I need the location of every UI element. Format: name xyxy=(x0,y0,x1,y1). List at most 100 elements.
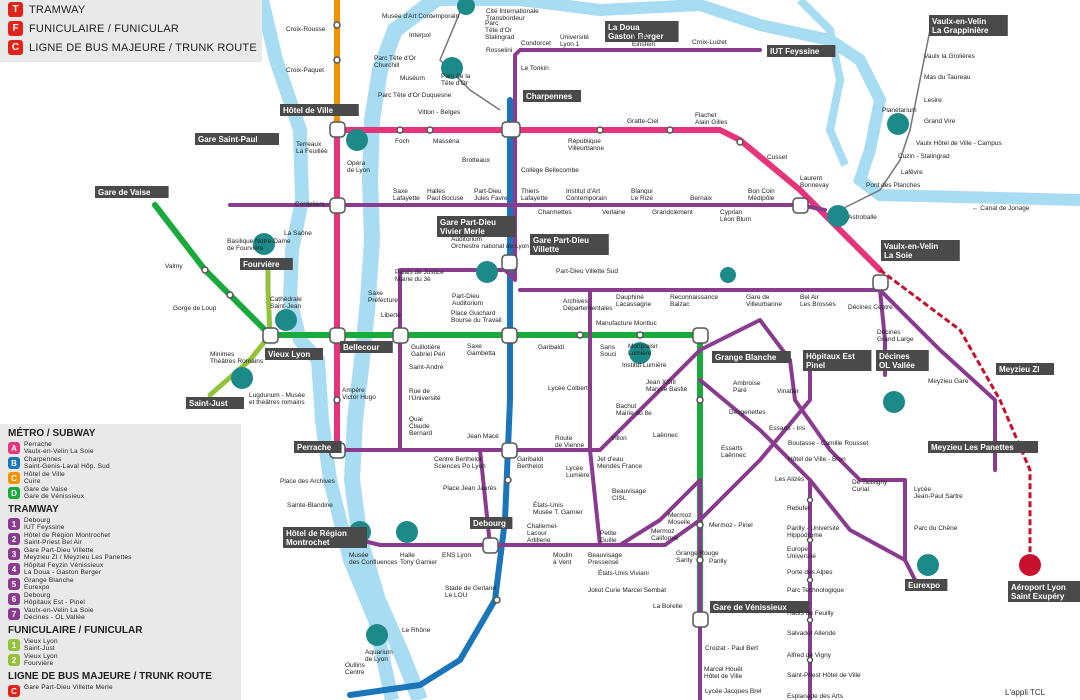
station-generic[interactable] xyxy=(576,331,584,339)
station-chip[interactable]: Gare Saint-Paul xyxy=(195,133,279,145)
station-chip[interactable]: Hôtel de Ville xyxy=(280,104,359,116)
station-generic[interactable] xyxy=(696,396,704,404)
station-generic[interactable] xyxy=(736,138,744,146)
station-generic[interactable] xyxy=(426,126,434,134)
station-chip-bg xyxy=(530,234,609,255)
station-saxe-gambetta[interactable] xyxy=(501,327,518,344)
bus-c3-line[interactable] xyxy=(228,203,827,212)
tram-t4-north[interactable] xyxy=(588,288,602,547)
funicular-f1[interactable] xyxy=(207,332,273,398)
station-vieux-lyon[interactable] xyxy=(262,327,279,344)
station-generic[interactable] xyxy=(596,126,604,134)
station-cordeliers[interactable] xyxy=(329,197,346,214)
station-generic[interactable] xyxy=(504,476,512,484)
station-generic[interactable] xyxy=(806,656,814,664)
station-generic[interactable] xyxy=(333,396,341,404)
station-gare-venissieux[interactable] xyxy=(692,611,709,628)
station-chip[interactable]: Charpennes xyxy=(523,90,581,102)
station-label: Brotteaux xyxy=(462,157,491,164)
station-chip[interactable]: Vieux Lyon xyxy=(265,348,323,360)
legend-line-terminus: Gare Part-Dieu Villette Merle xyxy=(24,684,113,691)
station-laurent-bonnevay[interactable] xyxy=(792,197,809,214)
station-generic[interactable] xyxy=(806,616,814,624)
legend-line-badge: 6 xyxy=(8,593,20,605)
station-generic[interactable] xyxy=(696,556,704,564)
station-chip-label: Pinel xyxy=(806,361,825,370)
station-charpennes[interactable] xyxy=(501,121,521,138)
tram-t5-line[interactable] xyxy=(698,378,917,582)
station-label: Porte des Alpes xyxy=(787,569,833,576)
app-label[interactable]: L'appli TCL xyxy=(1005,688,1046,697)
station-label: Garibaldi xyxy=(538,344,564,351)
tram-t4-line[interactable] xyxy=(618,478,702,700)
station-generic[interactable] xyxy=(201,266,209,274)
station-chip[interactable]: Meyzieu Les Panettes xyxy=(928,441,1038,453)
station-label: Cordeliers xyxy=(295,201,325,208)
station-chip[interactable]: Fourvière xyxy=(240,258,293,270)
station-generic[interactable] xyxy=(493,596,501,604)
cathedral-icon xyxy=(275,309,297,331)
station-part-dieu[interactable] xyxy=(501,254,518,271)
station-chip[interactable]: Gare de Vaise xyxy=(95,186,169,198)
station-guillotiere[interactable] xyxy=(392,327,409,344)
station-label: Mermoz - Pinel xyxy=(709,522,753,529)
station-generic[interactable] xyxy=(806,496,814,504)
station-generic[interactable] xyxy=(696,521,704,529)
station-label: Alfred de Vigny xyxy=(787,652,832,659)
station-bellecour[interactable] xyxy=(329,327,346,344)
station-chip[interactable]: Debourg xyxy=(470,517,513,529)
station-hotel-de-ville[interactable] xyxy=(329,121,346,138)
rhonexpress-line[interactable] xyxy=(879,268,1032,565)
station-chip[interactable]: Perrache xyxy=(294,441,342,453)
station-chip[interactable]: Eurexpo xyxy=(905,579,948,591)
station-chip[interactable]: IUT Feyssine xyxy=(767,45,836,57)
station-generic[interactable] xyxy=(333,56,341,64)
station-debourg[interactable] xyxy=(482,537,499,554)
station-label: États-Unis Viviani xyxy=(598,568,649,577)
tram-t3-line[interactable] xyxy=(518,288,997,472)
station-generic[interactable] xyxy=(806,576,814,584)
station-chip[interactable]: Meyzieu ZI xyxy=(996,363,1054,375)
station-chip[interactable]: Saint-Just xyxy=(186,397,244,409)
station-grange-blanche[interactable] xyxy=(692,327,709,344)
legend-line-terminus: Debourg Hôpitaux Est - Pinel xyxy=(24,592,86,606)
station-generic[interactable] xyxy=(396,126,404,134)
station-chip-label: Gare Saint-Paul xyxy=(198,135,258,144)
legend-line-badge: 4 xyxy=(8,563,20,575)
station-generic[interactable] xyxy=(226,291,234,299)
station-generic[interactable] xyxy=(333,21,341,29)
station-generic[interactable] xyxy=(666,126,674,134)
station-chip[interactable]: Grange Blanche xyxy=(712,351,791,363)
station-generic[interactable] xyxy=(806,536,814,544)
legend-line-terminus: Debourg IUT Feyssine xyxy=(24,517,65,531)
funicular-f2[interactable] xyxy=(265,267,273,338)
station-vaulx-la-soie[interactable] xyxy=(872,274,889,291)
station-chip[interactable]: Bellecour xyxy=(340,341,393,353)
metro-b-line[interactable] xyxy=(347,97,513,698)
station-generic[interactable] xyxy=(636,331,644,339)
station-label: Sainte-Blandine xyxy=(287,502,333,509)
tram-t1-line[interactable] xyxy=(338,48,762,547)
station-chip[interactable]: Gare de Vénissieux xyxy=(710,601,810,613)
station-jean-mace[interactable] xyxy=(501,442,518,459)
